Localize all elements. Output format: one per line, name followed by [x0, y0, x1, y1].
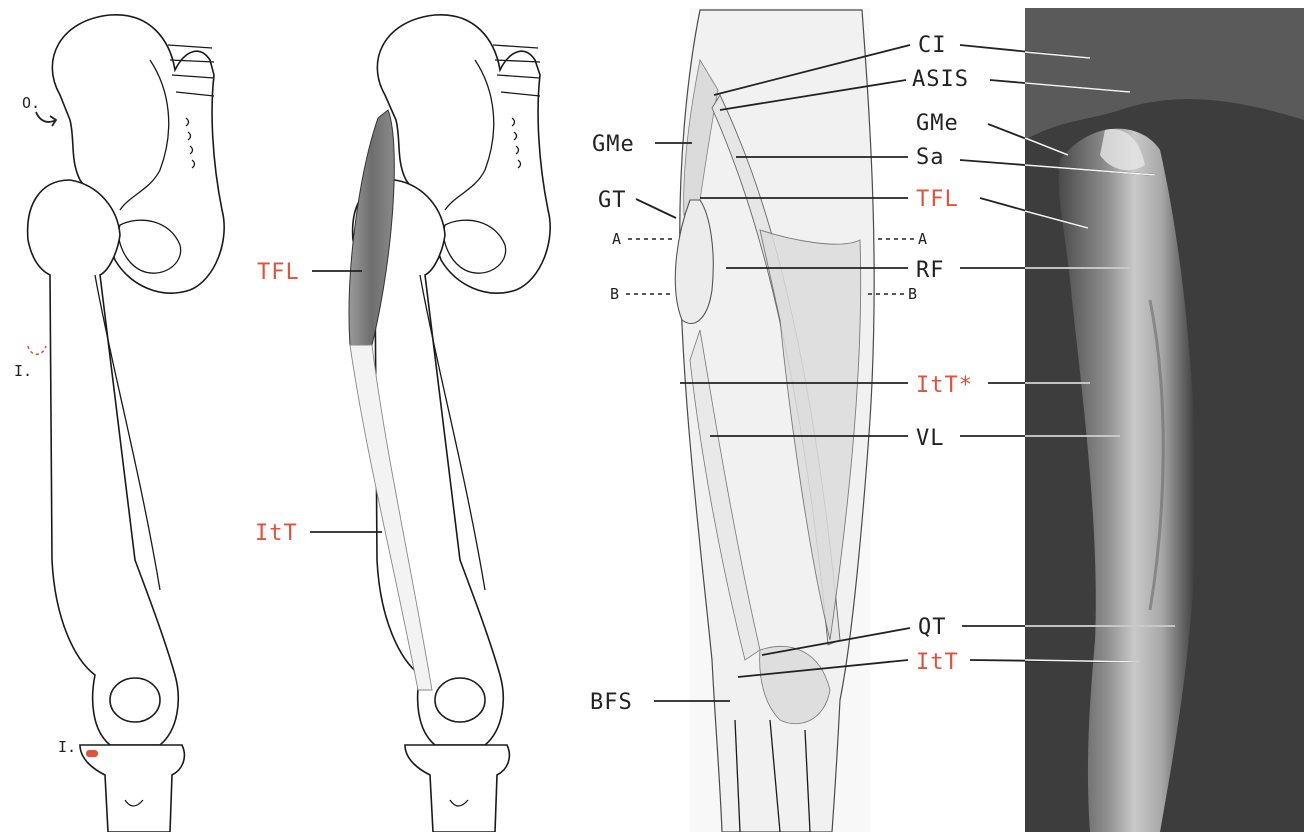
label-bfs: BFS	[590, 690, 633, 715]
tfl-label-2: TFL	[257, 260, 300, 285]
origin-label: O.	[22, 94, 40, 112]
label-itt-star: ItT*	[916, 373, 973, 398]
insertion-label-lower: I.	[58, 738, 76, 756]
patella	[110, 678, 160, 722]
panel-2-skeleton-muscle: TFL ItT	[255, 15, 550, 832]
label-itt-center: ItT	[916, 650, 959, 675]
label-b-right: B	[908, 285, 917, 303]
leader-gt	[636, 199, 676, 218]
label-gme-left: GMe	[592, 132, 635, 157]
label-tfl-center: TFL	[916, 187, 959, 212]
label-qt: QT	[918, 615, 947, 640]
insertion-label-upper: I.	[14, 362, 32, 380]
insertion-mark-upper	[28, 346, 46, 354]
label-b-left: B	[610, 285, 619, 303]
label-asis: ASIS	[912, 67, 969, 92]
panel-1-skeleton: O. I. I.	[14, 15, 224, 832]
panel-3-muscle-illustration: GMe GT A B BFS A B CI ASIS GMe Sa TFL RF…	[590, 8, 973, 832]
tibia-outline-2	[405, 745, 509, 832]
label-gme-center: GMe	[916, 111, 959, 136]
origin-arrow	[36, 112, 56, 126]
label-gt: GT	[598, 188, 627, 213]
itt-label-2: ItT	[255, 521, 298, 546]
label-a-left: A	[612, 230, 621, 248]
label-vl: VL	[916, 426, 945, 451]
insertion-mark-lower	[86, 750, 98, 757]
panel-4-photograph	[960, 8, 1304, 832]
patella-2	[435, 678, 485, 722]
label-ci: CI	[918, 33, 947, 58]
tibia-outline	[80, 745, 184, 832]
label-sa: Sa	[916, 145, 945, 170]
label-rf: RF	[916, 258, 945, 283]
label-a-right: A	[918, 230, 927, 248]
